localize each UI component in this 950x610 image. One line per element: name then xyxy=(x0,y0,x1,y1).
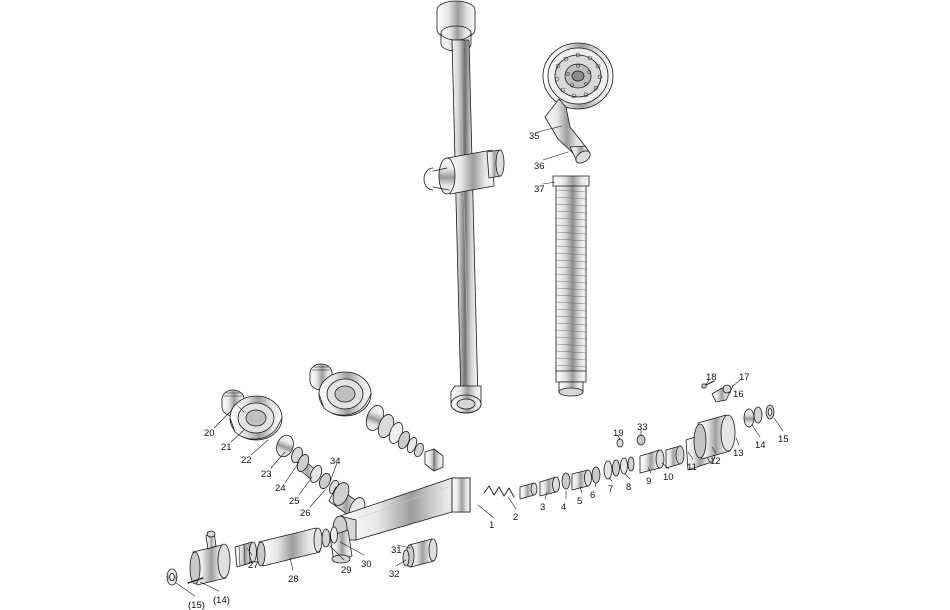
callout-37: 37 xyxy=(534,184,545,195)
riser-rail-assembly xyxy=(423,0,505,414)
callout-20: 20 xyxy=(204,428,215,439)
callout-6: 6 xyxy=(590,490,596,501)
shower-handset xyxy=(542,42,614,164)
callout-32: 32 xyxy=(389,569,400,580)
callout-21: 21 xyxy=(221,442,232,453)
callout-4: 4 xyxy=(561,502,567,513)
callout-35: 35 xyxy=(529,131,540,142)
callout-34: 34 xyxy=(330,456,341,467)
callout-14: 14 xyxy=(755,440,766,451)
lower-left-assembly xyxy=(166,526,438,586)
callout-16: 16 xyxy=(733,389,744,400)
callout-24: 24 xyxy=(275,483,286,494)
callout-19: 19 xyxy=(613,428,624,439)
callout-17: 17 xyxy=(739,372,750,383)
leader-lines xyxy=(175,125,784,597)
callout-14-alt: (14) xyxy=(213,595,230,606)
callout-15-alt: (15) xyxy=(188,600,205,610)
callout-5: 5 xyxy=(577,496,583,507)
callout-10: 10 xyxy=(663,472,674,483)
left-handle-assembly xyxy=(221,389,366,521)
callout-7: 7 xyxy=(608,484,614,495)
callout-2: 2 xyxy=(513,512,519,523)
callout-36: 36 xyxy=(534,161,545,172)
callout-12: 12 xyxy=(710,456,721,467)
callout-3: 3 xyxy=(540,502,546,513)
callout-31: 31 xyxy=(391,545,402,556)
callout-33: 33 xyxy=(637,422,648,433)
right-cartridge-train xyxy=(483,380,775,500)
callout-18: 18 xyxy=(706,372,717,383)
callout-30: 30 xyxy=(361,559,372,570)
flow-handle-assembly xyxy=(309,363,444,472)
callout-8: 8 xyxy=(626,482,632,493)
callout-1: 1 xyxy=(489,520,495,531)
callout-11: 11 xyxy=(687,462,697,473)
callout-28: 28 xyxy=(288,574,299,585)
callout-9: 9 xyxy=(646,476,652,487)
callout-27: 27 xyxy=(248,560,259,571)
callout-22: 22 xyxy=(241,455,252,466)
callout-13: 13 xyxy=(733,448,744,459)
shower-hose xyxy=(552,175,590,397)
callout-15: 15 xyxy=(778,434,789,445)
callout-23: 23 xyxy=(261,469,272,480)
callout-25: 25 xyxy=(289,496,300,507)
callout-26: 26 xyxy=(300,508,311,519)
callout-29: 29 xyxy=(341,565,352,576)
